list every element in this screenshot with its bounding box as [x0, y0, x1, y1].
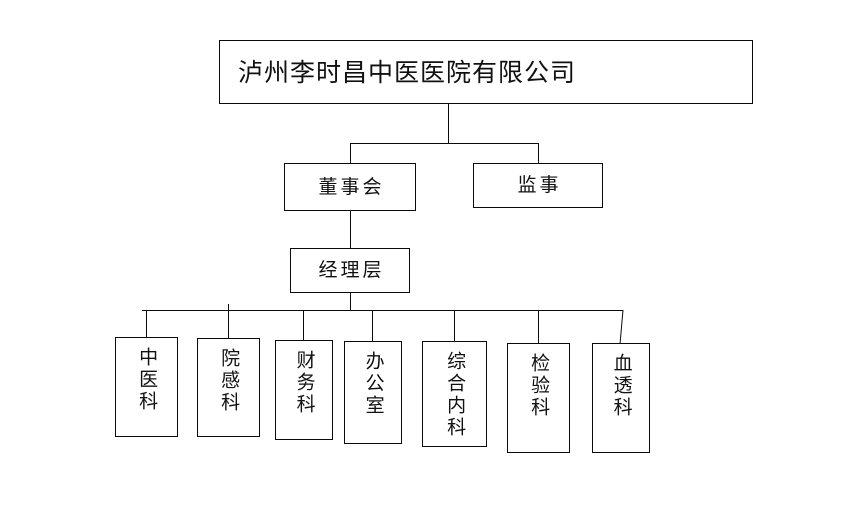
node-management[interactable]: 经理层 [290, 248, 410, 293]
connector-root-stem [448, 104, 449, 144]
node-dept-infection-control[interactable]: 院感科 [197, 338, 260, 437]
node-dept-tcm[interactable]: 中医科 [115, 337, 178, 437]
node-board-of-directors-label: 董事会 [318, 175, 385, 198]
node-dept-laboratory[interactable]: 检验科 [507, 343, 570, 453]
connector-drop-board [350, 143, 351, 164]
node-company[interactable]: 泸州李时昌中医医院有限公司 [219, 40, 753, 104]
node-supervisor-label: 监事 [517, 174, 562, 196]
node-dept-infection-control-label: 院感科 [218, 348, 241, 414]
connector-level2-bus [350, 143, 539, 144]
connector-drop-dept-6 [538, 310, 539, 343]
node-board-of-directors[interactable]: 董事会 [284, 163, 416, 211]
connector-drop-dept-2 [228, 304, 229, 338]
connector-drop-dept-3 [303, 310, 304, 340]
node-dept-office[interactable]: 办公室 [344, 341, 402, 444]
node-dept-hemodialysis[interactable]: 血透科 [592, 343, 650, 453]
node-dept-finance-label: 财务科 [293, 350, 316, 416]
node-company-label: 泸州李时昌中医医院有限公司 [238, 57, 577, 87]
node-dept-laboratory-label: 检验科 [528, 353, 551, 419]
connector-department-bus [142, 310, 623, 311]
connector-drop-dept-7 [619, 309, 624, 345]
node-dept-general-internal-medicine[interactable]: 综合内科 [422, 341, 487, 447]
node-management-label: 经理层 [318, 259, 385, 281]
node-supervisor[interactable]: 监事 [473, 163, 603, 208]
connector-drop-dept-1 [146, 310, 147, 337]
connector-board-to-management [350, 211, 351, 248]
connector-drop-dept-5 [454, 310, 455, 341]
node-dept-office-label: 办公室 [362, 351, 385, 417]
node-dept-finance[interactable]: 财务科 [275, 340, 333, 440]
connector-drop-supervisor [538, 143, 539, 164]
node-dept-hemodialysis-label: 血透科 [610, 353, 633, 419]
connector-management-stem [350, 293, 351, 311]
node-dept-tcm-label: 中医科 [136, 347, 159, 413]
node-dept-general-internal-medicine-label: 综合内科 [444, 351, 467, 439]
connector-drop-dept-4 [372, 310, 373, 341]
